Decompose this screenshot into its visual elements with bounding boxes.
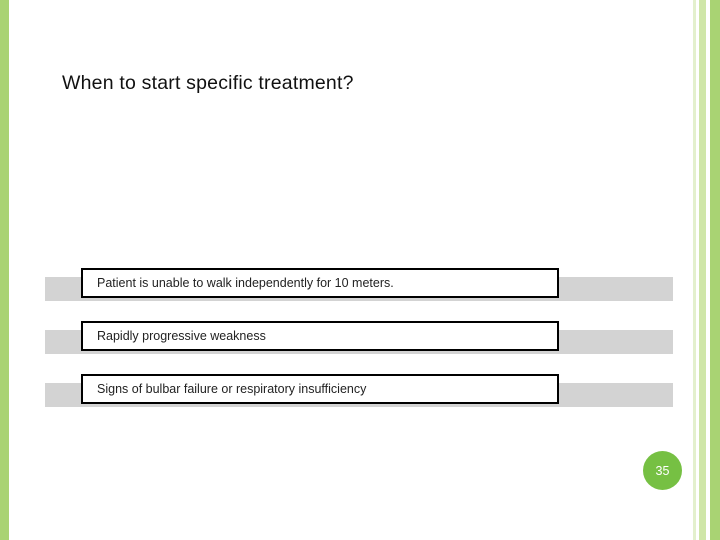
- bullet-text: Signs of bulbar failure or respiratory i…: [97, 382, 367, 396]
- page-title: When to start specific treatment?: [62, 72, 354, 94]
- page-number-badge: 35: [643, 451, 682, 490]
- right-accent-band-inner: [699, 0, 706, 540]
- bullet-box: Patient is unable to walk independently …: [81, 268, 559, 298]
- bullet-row: Patient is unable to walk independently …: [45, 268, 673, 301]
- bullet-row: Rapidly progressive weakness: [45, 321, 673, 354]
- bullet-text: Patient is unable to walk independently …: [97, 276, 394, 290]
- bullet-text: Rapidly progressive weakness: [97, 329, 266, 343]
- bullet-box: Rapidly progressive weakness: [81, 321, 559, 351]
- bullet-box: Signs of bulbar failure or respiratory i…: [81, 374, 559, 404]
- right-accent-band-outer: [710, 0, 720, 540]
- right-accent-band-thin: [693, 0, 696, 540]
- bullet-row: Signs of bulbar failure or respiratory i…: [45, 374, 673, 407]
- left-accent-band: [0, 0, 9, 540]
